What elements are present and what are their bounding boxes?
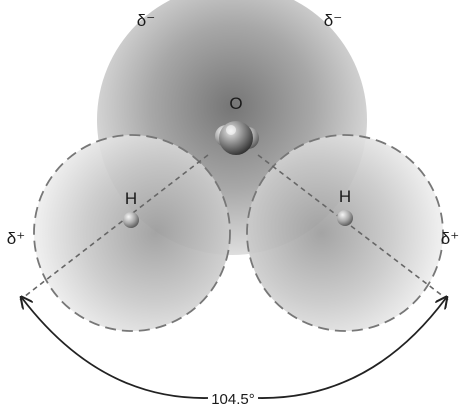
electron-cloud <box>34 0 443 331</box>
charge-left: δ⁺ <box>7 229 25 248</box>
hydrogen-right-atom <box>337 210 353 226</box>
charge-top-right: δ⁻ <box>324 11 342 30</box>
charge-top-left: δ⁻ <box>137 11 155 30</box>
hydrogen-left-cloud <box>34 135 230 331</box>
hydrogen-left-label: H <box>125 189 137 208</box>
bond-angle-label: 104.5° <box>211 391 255 408</box>
hydrogen-left-atom <box>123 212 139 228</box>
charge-right: δ⁺ <box>441 229 459 248</box>
hydrogen-right-cloud <box>247 135 443 331</box>
hydrogen-right-label: H <box>339 187 351 206</box>
oxygen-label: O <box>229 94 242 113</box>
